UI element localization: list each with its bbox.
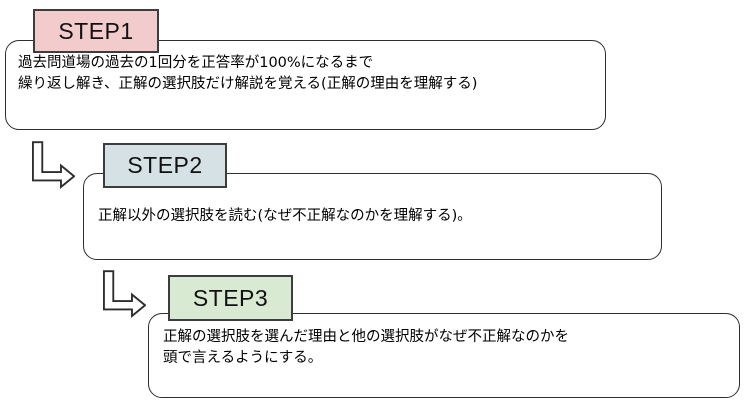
elbow-arrow-icon [103, 270, 146, 318]
step1-description-line2: 繰り返し解き、正解の選択肢だけ解説を覚える(正解の理由を理解する) [18, 76, 478, 92]
step2-description: 正解以外の選択肢を読む(なぜ不正解なのかを理解する)。 [98, 206, 472, 227]
step1-body-box [5, 40, 606, 130]
step1-description: 過去問道場の過去の1回分を正答率が100%になるまで 繰り返し解き、正解の選択肢… [18, 53, 477, 95]
elbow-arrow-icon [32, 141, 75, 189]
step3-header: STEP3 [168, 275, 293, 321]
step3-description-line1: 正解の選択肢を選んだ理由と他の選択肢がなぜ不正解なのかを [163, 329, 569, 345]
step2-header: STEP2 [103, 143, 227, 188]
step3-description-line2: 頭で言えるようにする。 [163, 350, 323, 366]
step2-description-line1: 正解以外の選択肢を読む(なぜ不正解なのかを理解する)。 [98, 208, 472, 224]
step1-header: STEP1 [33, 9, 159, 53]
step3-body-box [148, 313, 740, 398]
step3-description: 正解の選択肢を選んだ理由と他の選択肢がなぜ不正解なのかを 頭で言えるようにする。 [163, 327, 569, 369]
step1-description-line1: 過去問道場の過去の1回分を正答率が100%になるまで [18, 55, 374, 71]
